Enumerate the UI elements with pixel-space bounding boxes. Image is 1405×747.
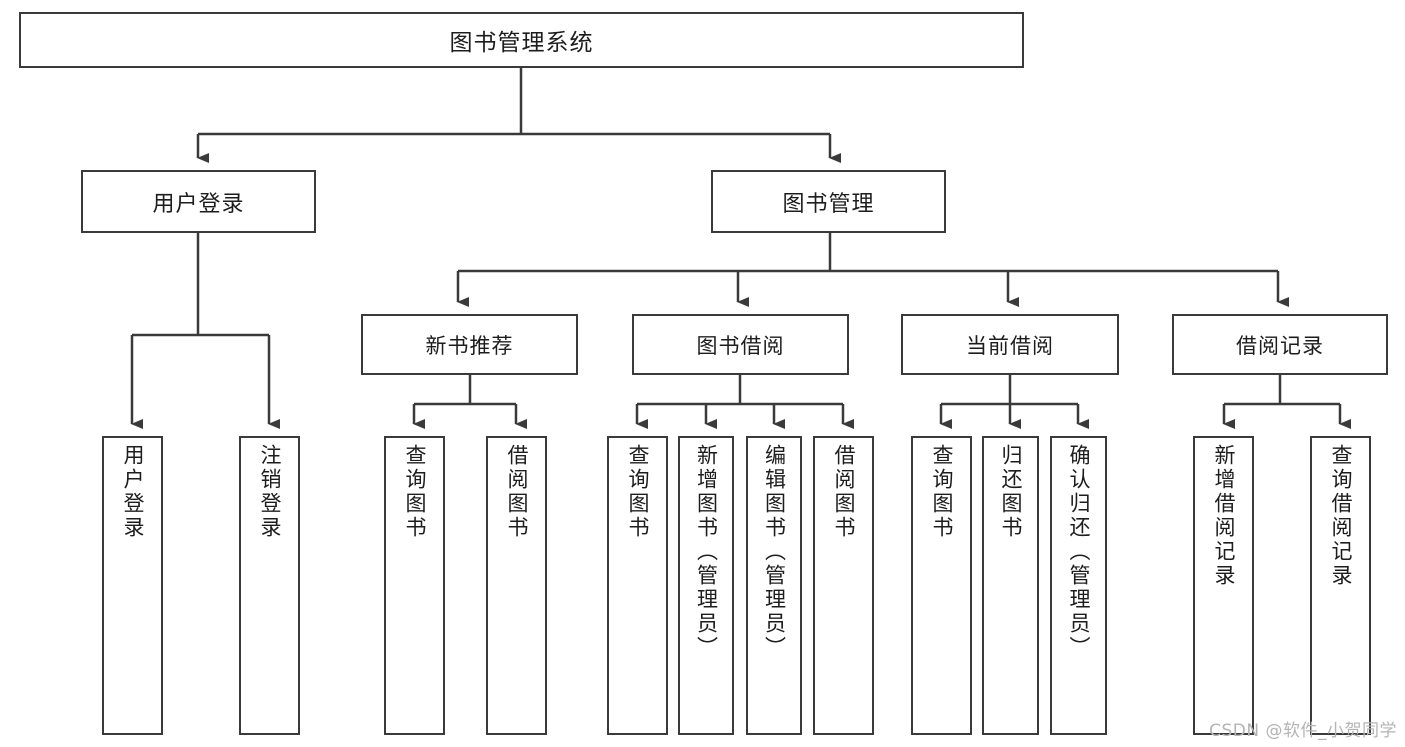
node-label: 注销登录 [258,444,282,540]
node-label: 用户登录 [121,444,145,540]
node-label: 查询图书 [930,444,954,540]
leaf-query-book-current[interactable]: 查询图书 [911,436,972,735]
leaf-edit-book-admin[interactable]: 编辑图书（管理员） [746,436,802,735]
node-label: 当前借阅 [966,333,1054,358]
watermark-text: CSDN @软件_小贺同学 [1209,721,1397,741]
node-label: 查询图书 [626,444,650,540]
node-label: 借阅图书 [832,444,856,540]
leaf-user-login[interactable]: 用户登录 [102,436,163,735]
node-book-management[interactable]: 图书管理 [711,170,946,233]
node-label: 新增借阅记录 [1212,444,1236,588]
node-current-borrow[interactable]: 当前借阅 [901,314,1119,375]
node-label: 用户登录 [152,191,245,217]
leaf-add-borrow-record[interactable]: 新增借阅记录 [1193,436,1254,735]
leaf-return-book[interactable]: 归还图书 [982,436,1039,735]
node-new-book-recommend[interactable]: 新书推荐 [361,314,578,375]
node-label: 新增图书（管理员） [694,444,719,660]
node-label: 编辑图书（管理员） [762,444,787,660]
node-label: 图书管理 [782,191,875,217]
leaf-query-book-borrow[interactable]: 查询图书 [607,436,668,735]
leaf-borrow-book-newbook[interactable]: 借阅图书 [486,436,547,735]
leaf-add-book-admin[interactable]: 新增图书（管理员） [678,436,734,735]
node-label: 借阅图书 [505,444,529,540]
node-label: 新书推荐 [425,333,514,358]
node-label: 查询借阅记录 [1329,444,1353,588]
leaf-borrow-book[interactable]: 借阅图书 [813,436,874,735]
node-label: 确认归还（管理员） [1067,444,1091,660]
node-label: 图书管理系统 [449,30,594,56]
node-borrow-records[interactable]: 借阅记录 [1172,314,1388,375]
node-root-system[interactable]: 图书管理系统 [19,12,1024,68]
leaf-query-borrow-record[interactable]: 查询借阅记录 [1310,436,1371,735]
node-user-login[interactable]: 用户登录 [81,170,316,233]
node-label: 图书借阅 [696,333,785,358]
leaf-query-book-newbook[interactable]: 查询图书 [384,436,445,735]
node-label: 归还图书 [999,444,1023,540]
leaf-confirm-return-admin[interactable]: 确认归还（管理员） [1050,436,1107,735]
node-book-borrow[interactable]: 图书借阅 [632,314,849,375]
node-label: 查询图书 [403,444,427,540]
leaf-logout[interactable]: 注销登录 [239,436,300,735]
node-label: 借阅记录 [1236,333,1324,358]
